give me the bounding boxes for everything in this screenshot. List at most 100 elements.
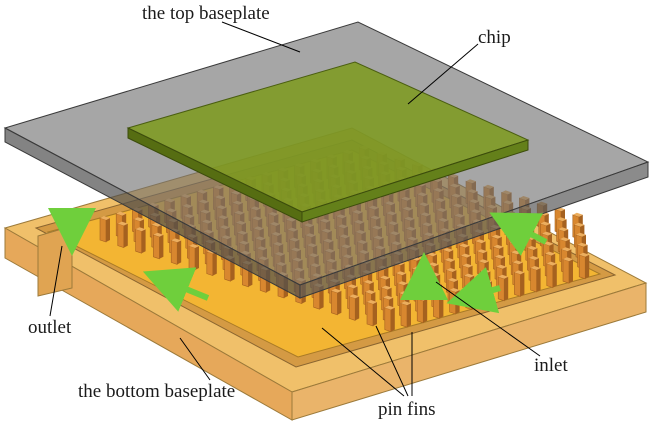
- pin-fin-top: [542, 231, 552, 236]
- pin-fin-side: [212, 251, 217, 276]
- pin-fin-top: [365, 290, 376, 294]
- pin-fin-top: [563, 257, 573, 262]
- pin-fin-side: [195, 246, 199, 270]
- pin-fin-side: [373, 302, 377, 326]
- pin-fin-top: [135, 227, 146, 232]
- pin-fin-side: [520, 272, 525, 297]
- pin-fin-top: [529, 256, 539, 260]
- pin-fin-top: [459, 243, 470, 248]
- leader-top-baseplate: [221, 21, 301, 53]
- leader-inlet: [435, 281, 541, 357]
- pin-fin-top: [574, 222, 585, 227]
- pin-fin: [530, 267, 537, 293]
- pin-fin-side: [106, 218, 110, 242]
- pin-fin: [416, 298, 424, 324]
- pin-fin-side: [569, 259, 573, 284]
- chip-right-side: [301, 139, 529, 223]
- pin-fin-top: [556, 217, 567, 222]
- pin-fin: [433, 293, 440, 319]
- pin-fin: [514, 271, 521, 297]
- pin-fin-top: [153, 232, 164, 237]
- pin-fin-side: [423, 298, 428, 323]
- leader-outlet: [49, 245, 63, 317]
- label-pin-fins: pin fins: [378, 399, 436, 420]
- pin-fin-top: [559, 237, 570, 242]
- inlet-arrow: [446, 267, 501, 314]
- pin-fin-top: [498, 274, 509, 279]
- pin-fin-top: [530, 266, 541, 270]
- pin-fin-top: [545, 251, 556, 256]
- top-baseplate-right-side: [299, 161, 649, 299]
- leader-pin-fins-2: [375, 325, 409, 397]
- pin-fin-top: [117, 221, 128, 226]
- pin-fin: [384, 307, 392, 333]
- pin-fin-side: [536, 268, 541, 292]
- pin-fin-side: [585, 254, 590, 279]
- pin-fin-top: [496, 264, 507, 269]
- chip: [126, 61, 530, 223]
- leader-bottom-baseplate: [179, 337, 211, 381]
- pin-fin-top: [380, 275, 390, 280]
- pin-fin: [99, 217, 107, 243]
- pin-fin-side: [504, 276, 509, 301]
- bottom-baseplate-right-side: [291, 282, 647, 421]
- pin-fin-top: [579, 252, 590, 257]
- leader-pin-fins-1: [321, 327, 405, 397]
- pin-fin-top: [331, 288, 342, 293]
- pin-fin-top: [558, 227, 569, 232]
- pin-fin-top: [478, 259, 489, 264]
- pin-fin-side: [141, 229, 146, 254]
- pin-fin: [400, 302, 408, 328]
- pin-fin-top: [189, 244, 199, 248]
- pin-fin-top: [443, 248, 454, 252]
- pin-fin-top: [381, 285, 392, 290]
- leader-chip: [407, 43, 479, 105]
- pin-fin-side: [177, 240, 182, 265]
- pin-fin: [331, 290, 338, 316]
- pin-fin-top: [576, 232, 586, 237]
- pin-fin-side: [407, 303, 411, 328]
- pin-fin: [188, 245, 196, 271]
- pin-fin-top: [100, 216, 110, 220]
- pin-fin: [546, 263, 554, 289]
- pin-fin-top: [543, 241, 554, 246]
- pin-fin-top: [384, 305, 395, 310]
- pin-fin-top: [171, 238, 182, 243]
- pin-fin-top: [401, 301, 411, 306]
- pin-fin-side: [552, 263, 557, 288]
- pin-fin-top: [347, 284, 358, 289]
- pin-fin-top: [116, 211, 127, 216]
- pin-fin-top: [572, 212, 583, 217]
- pin-fin-top: [546, 261, 557, 266]
- pin-fin-top: [477, 249, 488, 254]
- pin-fin: [170, 239, 178, 265]
- label-chip: chip: [478, 27, 511, 48]
- pin-fin-side: [439, 294, 444, 319]
- pin-fin: [117, 223, 125, 249]
- pin-fin-side: [337, 290, 342, 315]
- label-bottom-baseplate: the bottom baseplate: [78, 381, 236, 402]
- pin-fin-top: [461, 253, 471, 258]
- label-top-baseplate: the top baseplate: [142, 3, 270, 24]
- pin-fin-side: [355, 296, 360, 321]
- pin-fin: [366, 301, 374, 327]
- pin-fin-side: [159, 234, 164, 259]
- pin-fin-top: [134, 217, 144, 222]
- pin-fin-side: [123, 223, 128, 248]
- label-outlet: outlet: [28, 317, 72, 338]
- pin-fin: [562, 258, 570, 284]
- label-inlet: inlet: [534, 355, 568, 376]
- pin-fin-top: [383, 295, 394, 300]
- pin-fin: [153, 234, 160, 260]
- flow-arrows: [48, 208, 548, 314]
- pin-fin-side: [390, 307, 395, 332]
- pin-fin-top: [462, 263, 473, 268]
- pin-fin: [135, 228, 142, 254]
- pin-fin-top: [367, 300, 377, 304]
- pin-fin-top: [577, 242, 588, 247]
- pin-fin-top: [512, 260, 523, 265]
- pin-fin: [206, 251, 214, 277]
- upper-right-arrow: [489, 212, 548, 256]
